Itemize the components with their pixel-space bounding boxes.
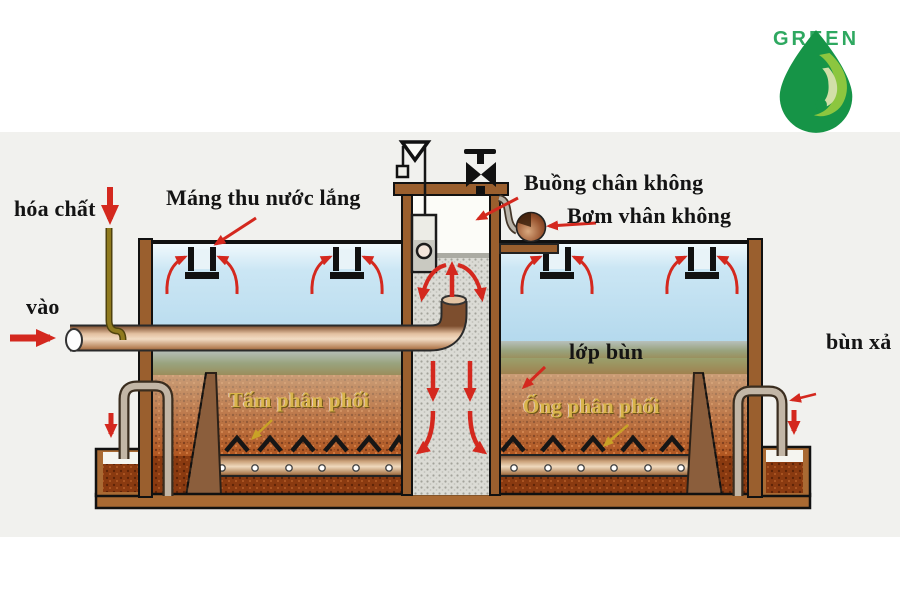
left-tank-murky-layer <box>152 350 402 377</box>
vacuum-pump-assembly <box>497 194 559 254</box>
valve-handle <box>464 149 496 154</box>
pump-shelf <box>499 243 559 254</box>
right-tank-murky-layer <box>500 341 748 360</box>
gold-label-arrows <box>250 419 629 447</box>
wedge-baffles <box>184 372 724 497</box>
label-distribution-pipe: Ống phân phối <box>523 394 660 418</box>
label-distribution-plate: Tấm phân phối <box>229 388 370 412</box>
flow-arrows <box>10 187 817 455</box>
distribution-pipe-holes <box>218 464 685 472</box>
right-tank-rim <box>500 240 748 244</box>
left-sludge-receiver-tank <box>94 447 147 498</box>
counterweight <box>395 164 410 179</box>
sludge-siphon-pipes <box>118 380 788 496</box>
green-drop-logo-icon <box>779 30 853 133</box>
label-inlet: vào <box>26 294 60 319</box>
label-sludge-discharge: bùn xả <box>826 329 892 354</box>
left-tank-wall <box>138 238 153 498</box>
tank-walls <box>138 238 763 498</box>
vacuum-valve <box>464 149 496 194</box>
float-level-gauge <box>395 140 438 274</box>
inlet-pipe-open-end <box>65 328 83 352</box>
green-logo: GREEN <box>770 26 862 166</box>
label-vacuum-chamber: Buồng chân không <box>524 170 704 195</box>
label-vacuum-pump: Bơm vhân không <box>567 203 732 228</box>
right-tank-wall <box>747 238 763 498</box>
collection-troughs <box>185 247 719 279</box>
label-collection-trough: Máng thu nước lắng <box>166 185 361 210</box>
distribution-pipes <box>212 454 694 477</box>
tank-floor-slab <box>94 492 812 510</box>
column-right-wall <box>489 193 501 496</box>
funnel-icon <box>398 140 432 163</box>
inlet-pipe <box>65 294 468 352</box>
float-ball <box>415 242 433 260</box>
label-sludge-layer: lớp bùn <box>569 339 644 364</box>
label-chemical: hóa chất <box>14 196 96 221</box>
distribution-plate-chevrons <box>224 434 685 453</box>
left-tank-rim <box>150 240 402 244</box>
chemical-dosing-tube <box>105 228 127 341</box>
column-top-cap <box>393 182 509 196</box>
